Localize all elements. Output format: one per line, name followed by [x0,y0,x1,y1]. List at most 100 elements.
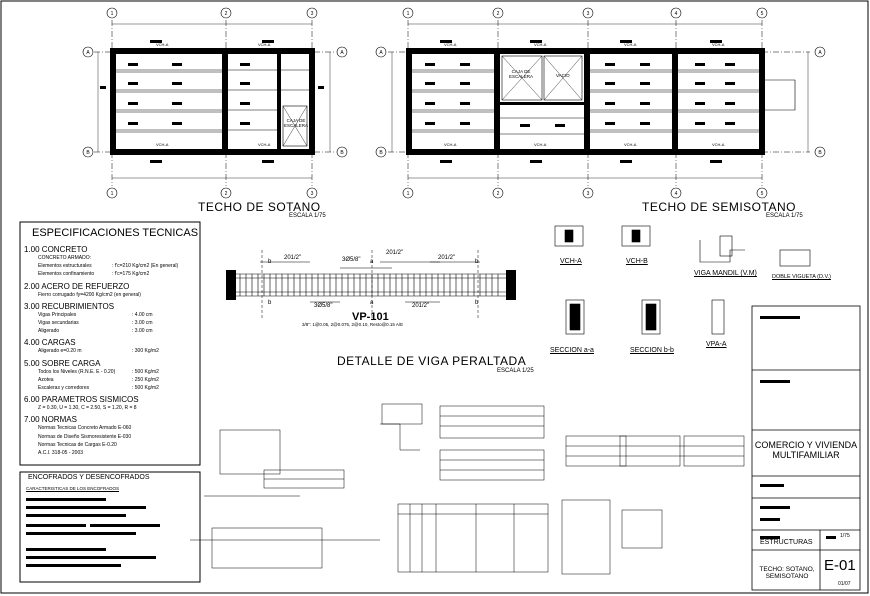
beam-label: VCH-A [258,142,271,147]
beam-label: VCH-A [534,42,547,47]
beam-sections [554,225,811,335]
svg-text:A: A [818,50,822,56]
spec-item-label: Normas de Diseño Sismoresistente E-030 [38,433,132,440]
svg-text:5: 5 [761,11,764,17]
beam-label: VCH-A [444,142,457,147]
top-bar-label: 201/2" [386,250,404,256]
spec-item-label: Z = 0.30, U = 1.30, C = 2.50, S = 1.20, … [38,405,137,412]
spec-group-head: 6.00 PARAMETROS SISMICOS [24,395,139,405]
project-name: COMERCIO Y VIVIENDA MULTIFAMILIAR [754,440,858,460]
svg-text:2: 2 [225,11,228,17]
beam-label: VCH-A [534,142,547,147]
scale-value: 1/75 [840,533,850,539]
bottom-bar-label: 201/2" [412,303,430,309]
spec-item-value: : 500 Kg/m2 [132,385,159,391]
section-label-doble-vigueta: DOBLE VIGUETA (D.V.) [772,274,831,280]
beam-detail-vp101 [226,250,516,320]
beam-label: VCH-A [624,142,637,147]
section-label-seccion-b: SECCION b-b [630,347,674,354]
section-label-vch-a: VCH-A [560,258,582,265]
beam-label: VCH-A [624,42,637,47]
beam-label: VCH-A [444,42,457,47]
spec-group-head: 7.00 NORMAS [24,415,77,425]
plan-title-sotano: TECHO DE SOTANO [198,200,321,214]
lower-details [190,403,745,575]
spec-group-head: 1.00 CONCRETO [24,245,88,254]
bottom-bar-label: 3Ø5/8" [314,303,333,309]
spec-item-value: : f'c=210 Kg/cm2 (En general) [112,263,179,270]
title-block-frame [751,305,861,591]
beam-label: VCH-A [156,42,169,47]
beam-label: VCH-A [712,142,725,147]
spec-item-label: Elementos estructurales [38,263,92,270]
spec-group-head: 2.00 ACERO DE REFUERZO [24,281,130,291]
discipline-label: ESTRUCTURAS [760,539,813,546]
plan-scale-semisotano: ESCALA 1/75 [766,213,803,219]
cut-label: a [370,259,374,265]
svg-text:3: 3 [311,11,314,17]
svg-text:1: 1 [111,11,114,17]
spec-item-label: Vigas Principales [38,311,77,318]
stirrup-spec: 3/8": 1@0.05, 2@0.075, 2@0.10, Resto@0.1… [302,322,404,327]
beam-label: VCH-A [712,42,725,47]
beam-detail-title: DETALLE DE VIGA PERALTADA [337,354,527,368]
sheet-index: 01/07 [838,581,851,587]
encofrados-subtitle: CARACTERISTICAS DE LOS ENCOFRADOS [26,486,120,491]
top-bar-label: 201/2" [284,255,302,261]
sheet-code: E-01 [824,557,856,574]
specs-title: ESPECIFICACIONES TECNICAS [32,227,199,239]
plan-title-semisotano: TECHO DE SEMISOTANO [642,200,796,214]
encofrados-title: ENCOFRADOS Y DESENCOFRADOS [28,474,150,481]
svg-text:B: B [86,150,90,156]
top-bar-label: 201/2" [438,255,456,261]
beam-label: VCH-A [156,142,169,147]
top-bar-label: 3Ø5/8" [342,257,361,263]
svg-text:B: B [818,150,822,156]
stair-label-semisotano: CAJA DE ESCALERA [508,69,533,79]
svg-text:1: 1 [111,191,114,197]
spec-item-value: : f'c=175 Kg/cm2 [112,271,150,278]
cut-label: b [268,259,272,265]
cut-label: a [370,300,374,306]
spec-item-value: : 3.00 cm [132,320,153,326]
beam-label: VCH-A [258,42,271,47]
svg-text:3: 3 [311,191,314,197]
section-label-vch-b: VCH-B [626,258,648,265]
plan-scale-sotano: ESCALA 1/75 [289,213,326,219]
spec-item-label: CONCRETO ARMADO: [38,255,91,261]
spec-item-value: : 500 Kg/m2 [132,368,159,375]
spec-item-label: Escaleras y corredores [38,385,90,391]
spec-item-label: Fierro corrugado fy=4200 Kg/cm2 (en gene… [38,291,141,298]
spec-item-value: : 300 Kg/m2 [132,348,159,355]
spec-group-head: 4.00 CARGAS [24,338,76,348]
section-label-vpa-a: VPA-A [706,341,727,348]
stair-label-sotano: CAJA DE ESCALERA [284,118,309,128]
spec-group-head: 3.00 RECUBRIMIENTOS [24,301,115,311]
cut-label: b [268,300,272,306]
svg-text:4: 4 [675,11,678,17]
spec-item-label: A.C.I. 318-05 - 2003 [38,450,84,456]
sheet-title: TECHO: SOTANO, SEMISOTANO [759,566,815,580]
spec-item-value: : 4.00 cm [132,311,153,318]
spec-item-label: Normas Tecnicas de Cargas E-0.20 [38,441,117,448]
cut-label: b [475,300,479,306]
svg-text:5: 5 [761,191,764,197]
spec-item-label: Azotea [38,376,54,383]
svg-text:1: 1 [407,191,410,197]
spec-item-label: Vigas secundarias [38,320,79,326]
spec-item-label: Aligerado e=0.20 m [38,348,82,355]
cut-label: b [475,259,479,265]
beam-detail-scale: ESCALA 1/25 [497,368,534,374]
svg-text:A: A [340,50,344,56]
void-label: VACIO [556,73,570,78]
svg-text:A: A [379,50,383,56]
spec-item-label: Normas Tecnicas Concreto Armado E-060 [38,425,132,432]
spec-item-label: Todos los Niveles (R.N.E. E - 0.20) [38,368,116,375]
svg-text:2: 2 [497,191,500,197]
specs-box-frame [19,221,201,466]
spec-group-head: 5.00 SOBRE CARGA [24,358,101,368]
spec-item-value: : 3.00 cm [132,328,153,335]
